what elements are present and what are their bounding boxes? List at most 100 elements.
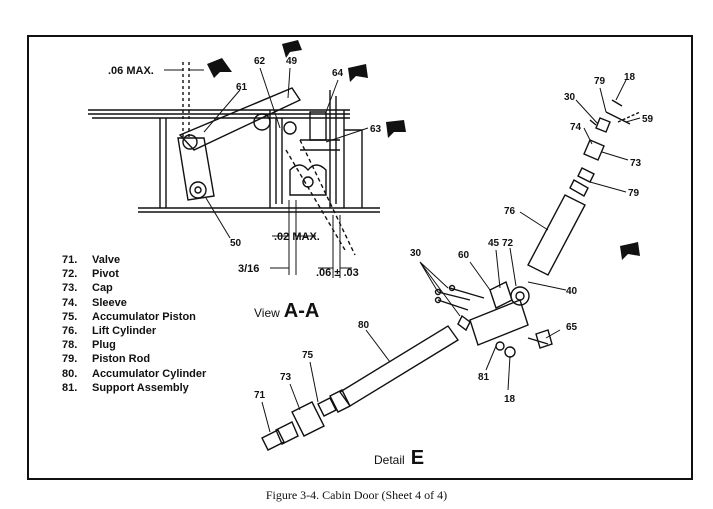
callout-63: 63 — [370, 124, 382, 135]
part-number: 73. — [62, 282, 78, 295]
plug-65 — [535, 329, 553, 349]
callout-75: 75 — [302, 350, 314, 361]
lower-link — [177, 137, 215, 201]
detail-prefix: Detail — [374, 453, 405, 467]
part-number: 74. — [62, 296, 78, 309]
callout-76: 76 — [504, 206, 516, 217]
part-number: 71. — [62, 254, 78, 266]
callout-79: 79 — [594, 76, 606, 87]
callout-60: 60 — [458, 250, 470, 261]
detail-label: Detail E — [374, 447, 424, 470]
callout-45: 45 — [488, 238, 500, 249]
part-number: 76. — [62, 325, 78, 338]
cap-73 — [583, 139, 605, 161]
part-name: Piston Rod — [92, 353, 151, 366]
detail-e-drawing — [261, 99, 641, 451]
part-name: Pivot — [92, 268, 119, 281]
figure-frame — [27, 35, 693, 480]
parts-list-item: 80. Accumulator Cylinder — [62, 367, 206, 381]
part-number: 72. — [62, 268, 78, 281]
detail-letter: E — [410, 447, 425, 469]
callout-73: 73 — [280, 372, 292, 383]
latch-block — [309, 111, 327, 141]
callout-18: 18 — [504, 394, 516, 405]
callout-30: 30 — [410, 248, 422, 259]
accumulator-piston — [317, 397, 337, 417]
callout-71: 71 — [254, 390, 266, 401]
part-number: 81. — [62, 381, 78, 394]
parts-list-item: 71. Valve — [62, 253, 206, 267]
view-prefix: View — [254, 306, 280, 320]
lift-cylinder — [527, 194, 586, 276]
part-name: Sleeve — [92, 296, 127, 309]
callout-81: 81 — [478, 372, 490, 383]
pivot-hole — [253, 113, 271, 131]
flag-icon — [386, 120, 406, 138]
dimension-labels: .06 MAX. .02 MAX. 3/16 .06 ± .03 — [108, 65, 359, 279]
support-assembly — [469, 299, 529, 346]
part-number: 80. — [62, 367, 78, 380]
callout-30: 30 — [564, 92, 576, 103]
callout-64: 64 — [332, 68, 344, 79]
view-a-a-drawing — [88, 62, 380, 278]
part-name: Valve — [92, 254, 121, 266]
part-number: 78. — [62, 339, 78, 352]
part-number: 79. — [62, 353, 78, 366]
callout-49: 49 — [286, 56, 298, 67]
callout-72: 72 — [502, 238, 514, 249]
part-number: 75. — [62, 310, 78, 323]
callout-73: 73 — [630, 158, 642, 169]
dimension-top-max: .06 MAX. — [108, 65, 154, 77]
flag-icon — [620, 242, 640, 260]
part-name: Support Assembly — [92, 381, 189, 394]
callout-74: 74 — [570, 122, 582, 133]
flag-icon — [207, 58, 232, 78]
flag-icon — [282, 40, 302, 58]
callout-62: 62 — [254, 56, 266, 67]
dimension-arrows — [164, 69, 352, 269]
valve-71 — [275, 421, 299, 445]
right-channel — [329, 90, 345, 208]
callout-79: 79 — [628, 188, 640, 199]
cap-73b — [291, 401, 325, 437]
right-bracket — [344, 129, 363, 208]
latch-body — [289, 164, 327, 196]
accumulator-cylinder — [338, 325, 460, 407]
dimension-mid-max: .02 MAX. — [274, 231, 320, 243]
part-name: Plug — [92, 339, 116, 352]
parts-list-item: 74. Sleeve — [62, 296, 206, 310]
callout-18: 18 — [624, 72, 636, 83]
dimension-tolerance: .06 ± .03 — [316, 267, 359, 279]
part-name: Accumulator Piston — [92, 310, 196, 323]
parts-list-item: 78. Plug — [62, 338, 206, 352]
pivot-pin — [283, 121, 297, 135]
part-name: Lift Cylinder — [92, 325, 157, 338]
view-letter: A-A — [283, 300, 320, 322]
parts-list: 71. Valve 72. Pivot 73. Cap 74. Sleeve 75. Accumu… — [62, 253, 206, 395]
callout-40: 40 — [566, 286, 578, 297]
parts-list-item: 76. Lift Cylinder — [62, 324, 206, 338]
dimension-fraction: 3/16 — [238, 263, 259, 275]
part-name: Cap — [92, 282, 113, 295]
pivot-72 — [510, 286, 530, 306]
flag-icon — [348, 64, 368, 82]
parts-list-item: 73. Cap — [62, 281, 206, 295]
parts-list-item: 81. Support Assembly — [62, 381, 206, 395]
direction-flags — [207, 40, 640, 260]
callout-labels: 61 62 49 64 63 50 79 18 30 59 74 73 79 7… — [230, 56, 654, 405]
callout-50: 50 — [230, 238, 242, 249]
frame-rail-bottom — [138, 207, 380, 213]
arm-link — [178, 87, 302, 151]
center-channel — [269, 110, 283, 208]
callout-65: 65 — [566, 322, 578, 333]
parts-list-item: 79. Piston Rod — [62, 352, 206, 366]
parts-list-item: 72. Pivot — [62, 267, 206, 281]
callout-61: 61 — [236, 82, 248, 93]
callout-59: 59 — [642, 114, 654, 125]
figure-caption: Figure 3-4. Cabin Door (Sheet 4 of 4) — [265, 488, 448, 502]
leader-lines — [203, 67, 641, 433]
part-name: Accumulator Cylinder — [92, 367, 207, 380]
